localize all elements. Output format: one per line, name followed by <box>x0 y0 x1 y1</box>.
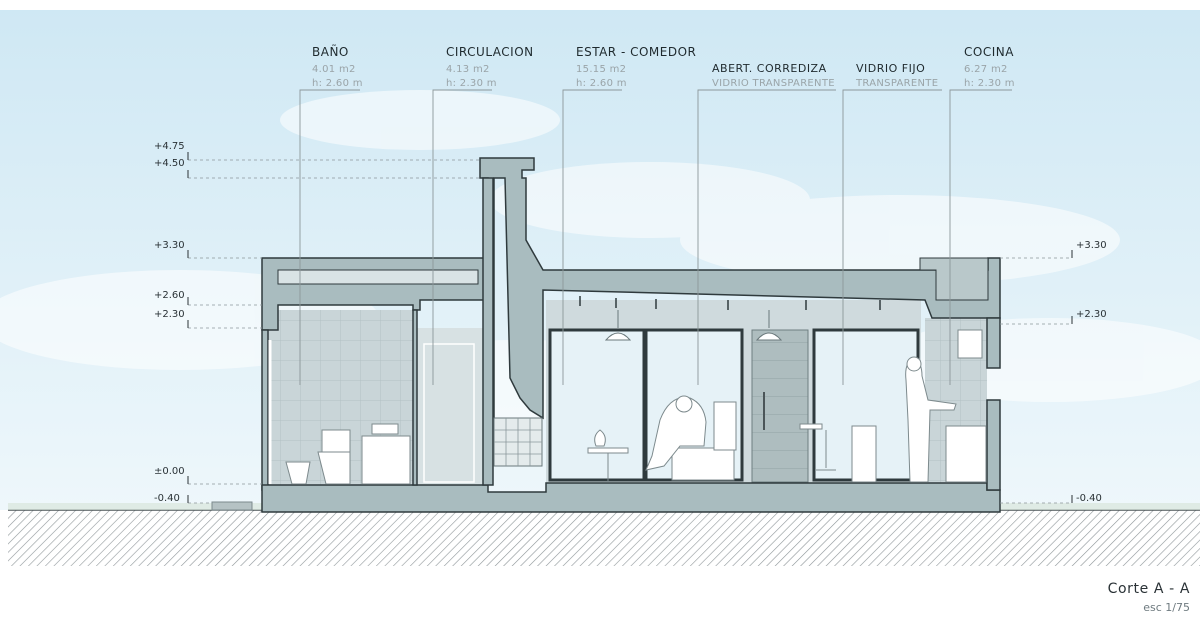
level-left-260: +2.60 <box>154 290 185 301</box>
level-left-minus040: -0.40 <box>154 493 180 504</box>
opening-label-fijo: VIDRIO FIJO <box>856 62 925 75</box>
room-height-bano: h: 2.60 m <box>312 78 363 89</box>
glass-sliding-1 <box>548 328 646 482</box>
level-left-330: +3.30 <box>154 240 185 251</box>
ceiling-lights <box>579 296 881 310</box>
pendant-lamps <box>604 310 783 341</box>
ground-hatch <box>8 510 1200 566</box>
interior-circ <box>417 328 483 485</box>
opening-note-corrediza: VIDRIO TRANSPARENTE <box>712 78 835 89</box>
level-left-475: +4.75 <box>154 141 185 152</box>
room-height-estar: h: 2.60 m <box>576 78 627 89</box>
room-height-cocina: h: 2.30 m <box>964 78 1015 89</box>
room-area-circulacion: 4.13 m2 <box>446 64 490 75</box>
room-height-circulacion: h: 2.30 m <box>446 78 497 89</box>
opening-label-corrediza: ABERT. CORREDIZA <box>712 62 827 75</box>
room-label-circulacion: CIRCULACION <box>446 45 534 59</box>
level-lines-right <box>1000 257 1072 504</box>
bathroom-fixtures <box>285 423 411 485</box>
steps <box>211 501 253 511</box>
room-label-cocina: COCINA <box>964 45 1014 59</box>
level-right-330: +3.30 <box>1076 240 1107 251</box>
brick-lines <box>494 418 542 466</box>
level-left-450: +4.50 <box>154 158 185 169</box>
leader-lines <box>299 89 1012 385</box>
kitchen-parapet <box>919 257 989 301</box>
drawing-title: Corte A - A <box>1108 581 1190 597</box>
room-label-estar: ESTAR - COMEDOR <box>576 45 696 59</box>
room-area-cocina: 6.27 m2 <box>964 64 1008 75</box>
shower-screen <box>423 343 475 483</box>
level-left-000: ±0.00 <box>154 466 185 477</box>
room-area-bano: 4.01 m2 <box>312 64 356 75</box>
living-furniture <box>587 395 737 482</box>
level-lines-left <box>188 159 480 504</box>
level-left-230: +2.30 <box>154 309 185 320</box>
room-area-estar: 15.15 m2 <box>576 64 626 75</box>
level-right-230: +2.30 <box>1076 309 1107 320</box>
drawing-scale: esc 1/75 <box>1143 601 1190 614</box>
level-right-minus040: -0.40 <box>1076 493 1102 504</box>
level-ticks <box>187 152 1073 503</box>
kitchen-furniture <box>799 329 987 483</box>
roof-insulation <box>277 269 479 285</box>
entry-door <box>751 329 809 483</box>
opening-note-fijo: TRANSPARENTE <box>855 78 938 89</box>
room-label-bano: BAÑO <box>312 44 349 59</box>
